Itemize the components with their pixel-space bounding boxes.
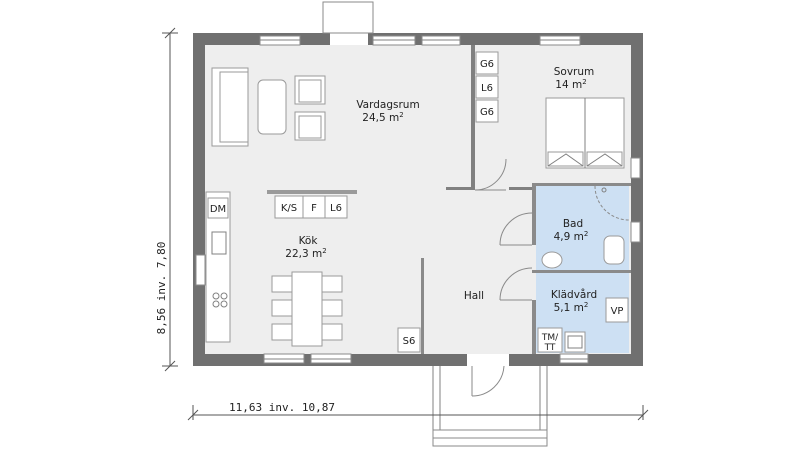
dimension-height: 8,56 inv. 7,80: [155, 27, 178, 372]
room-name-sovrum: Sovrum: [554, 66, 595, 78]
dishwasher-label: DM: [210, 204, 226, 215]
kitchen-island: K/S F L6: [267, 190, 357, 219]
room-area-bad: 4,9 m2: [554, 230, 589, 243]
room-area-kok: 22,3 m2: [285, 247, 326, 260]
wardrobes: G6 L6 G6: [475, 51, 499, 123]
wardrobe-label-g6-bottom: G6: [480, 107, 494, 118]
kitchen-counter: DM: [205, 191, 231, 343]
coffee-table: [257, 79, 287, 135]
room-area-sovrum: 14 m2: [555, 78, 586, 91]
room-name-bad: Bad: [563, 218, 583, 230]
hall-storage: [397, 327, 421, 353]
armchairs: [294, 75, 326, 141]
wardrobe-label-g6-top: G6: [480, 59, 494, 70]
windows-sides: [195, 157, 641, 286]
dining-table: [271, 271, 343, 347]
bathroom-fixtures: [541, 187, 625, 269]
sofa: [211, 67, 249, 147]
washer-label-tm: TM/: [541, 333, 559, 343]
dimension-height-label: 8,56 inv. 7,80: [155, 242, 168, 335]
room-area-kladvard: 5,1 m2: [554, 301, 589, 314]
room-name-kok: Kök: [299, 235, 319, 247]
heat-pump-label: VP: [611, 306, 624, 317]
wardrobe-label-l6: L6: [481, 83, 493, 94]
room-name-kladvard: Klädvård: [551, 288, 597, 301]
laundry-fixtures: VP TM/ TT: [537, 297, 629, 353]
windows-top: [259, 35, 581, 46]
kitchen-label-f: F: [311, 203, 317, 214]
hall-storage-label: S6: [403, 336, 416, 347]
entrance: [432, 354, 548, 447]
interior-doors: [474, 158, 630, 301]
dimension-width-label: 11,63 inv. 10,87: [229, 401, 335, 414]
bed: [545, 97, 625, 169]
dimension-width: 11,63 inv. 10,87: [187, 401, 649, 421]
room-name-hall: Hall: [464, 290, 484, 302]
windows-bottom: [263, 353, 589, 364]
kitchen-label-ks: K/S: [281, 203, 297, 214]
dryer-label-tt: TT: [544, 343, 556, 353]
room-name-vardagsrum: Vardagsrum: [356, 99, 419, 111]
kitchen-label-l6: L6: [330, 203, 342, 214]
interior-walls: [421, 45, 631, 354]
room-area-vardagsrum: 24,5 m2: [362, 111, 403, 124]
top-door: [322, 1, 374, 45]
